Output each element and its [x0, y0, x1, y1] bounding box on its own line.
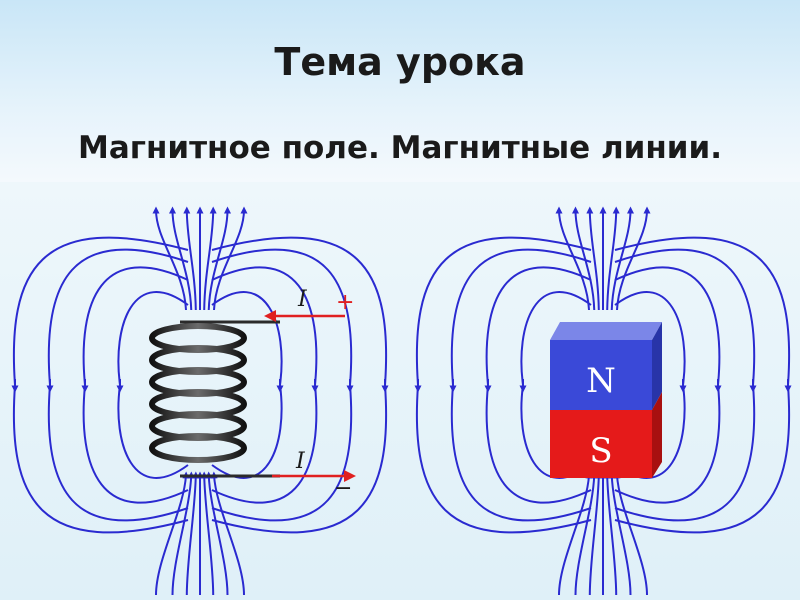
- magnet-field-bottom-line-6: [613, 471, 648, 596]
- magnet-side-north: [652, 322, 662, 410]
- slide-subtitle: Магнитное поле. Магнитные линии.: [77, 130, 723, 166]
- current-in-label: I: [297, 287, 308, 312]
- magnet-field-bottom-line-5: [608, 471, 632, 596]
- current-in-sign: +: [336, 290, 354, 315]
- magnet-field-top-line-0: [555, 206, 590, 311]
- magnet-north-pole: [550, 340, 652, 410]
- slide-title: Тема урока: [274, 40, 526, 84]
- magnet-field-top-line-2: [586, 206, 600, 311]
- magnet-field-top-line-4: [606, 206, 620, 311]
- coil-field-top-line-2: [183, 206, 197, 311]
- coil-field-top-line-0: [152, 206, 187, 311]
- current-out-label: I: [295, 449, 306, 474]
- coil-field-loop-left-3: [12, 236, 189, 534]
- magnet-field-top-line-6: [616, 206, 651, 311]
- south-label: S: [589, 431, 612, 471]
- coil-field-top-line-6: [213, 206, 248, 311]
- coil-field-top-line-5: [207, 206, 231, 311]
- magnet-field-bottom-line-4: [603, 471, 618, 596]
- coil-field-bottom-line-4: [200, 471, 215, 596]
- coil-field-bottom-line-6: [210, 471, 245, 596]
- coil-field-loop-left-1: [82, 266, 189, 504]
- coil-field-loop-left-2: [47, 248, 189, 522]
- magnet-side-south: [652, 392, 662, 478]
- bar-magnet: N S: [550, 322, 662, 478]
- coil: [149, 320, 280, 478]
- magnet-top-face: [550, 322, 662, 340]
- magnet-field-top-line-1: [572, 206, 596, 311]
- coil-field-top-line-4: [203, 206, 217, 311]
- coil-field-bottom-line-2: [185, 471, 200, 596]
- coil-field-loop-right-0: [211, 291, 283, 479]
- coil-field-bottom-line-0: [155, 471, 190, 596]
- coil-field-lines: [11, 206, 389, 596]
- coil-field-loop-right-2: [211, 248, 353, 522]
- magnet-field-bottom-line-0: [558, 471, 593, 596]
- magnet-field-bottom-line-2: [588, 471, 603, 596]
- magnet-field-bottom-line-1: [574, 471, 598, 596]
- coil-field-bottom-line-1: [171, 471, 195, 596]
- current-arrows: I + I −: [264, 287, 356, 501]
- magnet-field-top-line-5: [610, 206, 634, 311]
- magnet-south-pole: [550, 410, 652, 478]
- north-label: N: [586, 361, 616, 401]
- coil-turns: [149, 323, 247, 463]
- coil-turn-5: [149, 433, 247, 463]
- coil-field-top-line-1: [169, 206, 193, 311]
- header-band: [0, 0, 800, 182]
- magnet-field-lines: [414, 206, 792, 596]
- coil-field-bottom-line-5: [205, 471, 229, 596]
- current-out-sign: −: [334, 476, 352, 501]
